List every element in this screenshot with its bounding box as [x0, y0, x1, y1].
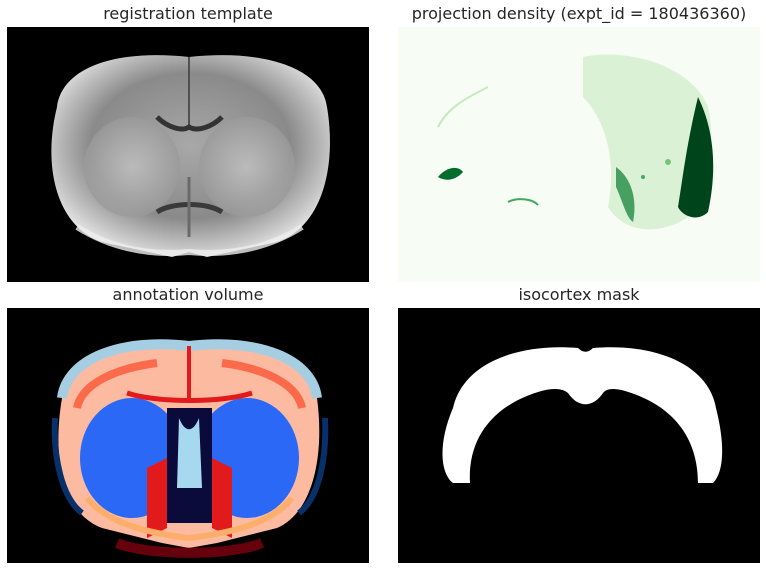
panel-title: registration template — [103, 4, 273, 23]
annotation-volume-panel: annotation volume — [7, 284, 369, 564]
registration-template-panel: registration template — [7, 3, 369, 283]
panel-title: isocortex mask — [518, 285, 640, 304]
annotation-volume-image — [7, 308, 369, 563]
isocortex-mask-panel: isocortex mask — [398, 284, 760, 564]
panel-title: annotation volume — [112, 285, 264, 304]
projection-density-image — [398, 27, 760, 282]
registration-template-image — [7, 27, 369, 282]
isocortex-mask-image — [398, 308, 760, 563]
projection-density-panel: projection density (expt_id = 180436360) — [398, 3, 760, 283]
panel-title: projection density (expt_id = 180436360) — [411, 4, 747, 23]
